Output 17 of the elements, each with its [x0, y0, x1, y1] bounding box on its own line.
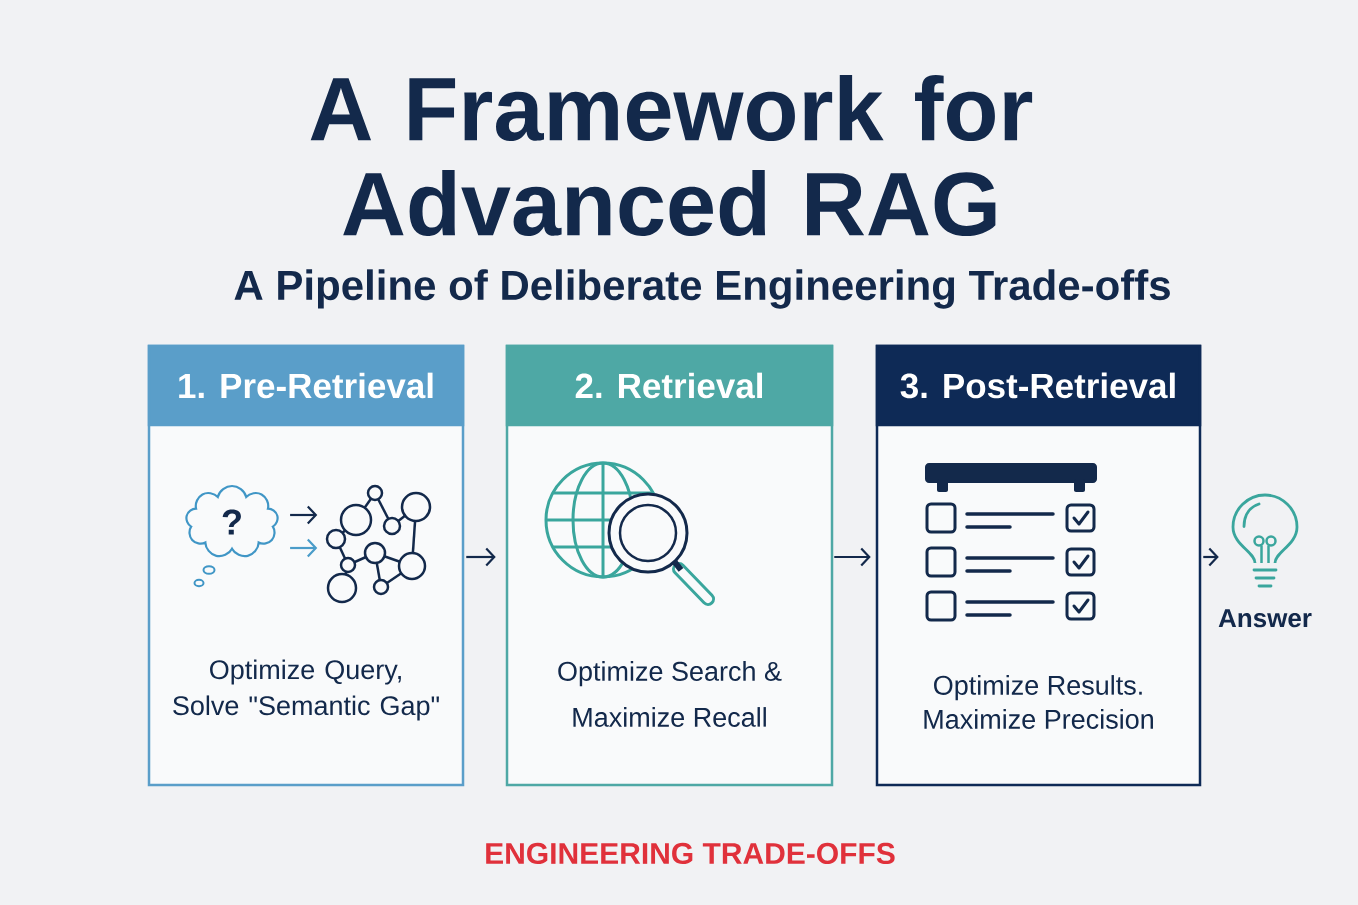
footer-text: ENGINEERING TRADE-OFFS [486, 842, 895, 865]
arrow [834, 547, 871, 567]
arrow [466, 547, 496, 567]
network-graph-icon [325, 484, 432, 604]
stage-description: Optimize Search & Maximize Recall [558, 661, 782, 727]
card-header: 3. Post-Retrieval [875, 344, 1202, 427]
arrow [290, 538, 318, 558]
card-header: 1. Pre-Retrieval [147, 344, 465, 427]
title: A Framework for Advanced RAG [310, 74, 1033, 237]
thought-cloud: ? [185, 484, 279, 588]
lightbulb-icon [1231, 493, 1299, 588]
card-header: 2. Retrieval [505, 344, 834, 427]
subtitle: A Pipeline of Deliberate Engineering Trade-offs [234, 269, 1170, 309]
arrow [290, 505, 318, 525]
icon-caption: Answer [1218, 609, 1312, 628]
stage-description: Optimize Query, Solve "Semantic Gap" [173, 659, 439, 721]
stage-description: Optimize Results. Maximize Precision [924, 675, 1153, 729]
